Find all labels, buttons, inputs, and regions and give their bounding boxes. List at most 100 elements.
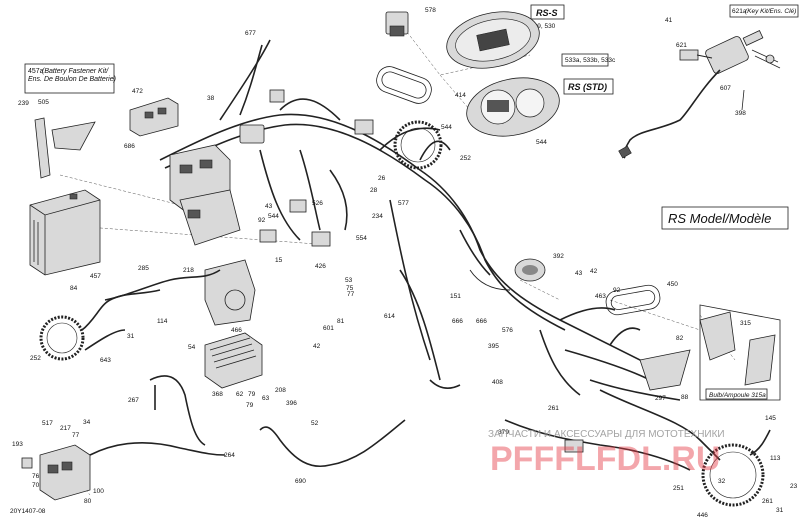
- svg-text:RS-S: RS-S: [536, 8, 558, 18]
- sensor-578: [385, 11, 409, 37]
- callout: 114: [157, 318, 168, 325]
- callout: 544: [268, 213, 279, 220]
- callout: 79: [246, 402, 254, 409]
- battery-strap-239: [34, 117, 96, 179]
- callout: 54: [188, 344, 196, 351]
- svg-text:PFFFLFDL.RU: PFFFLFDL.RU: [490, 440, 720, 478]
- callout: 576: [502, 327, 513, 334]
- callout: 686: [124, 143, 135, 150]
- svg-text:621a: 621a: [732, 8, 747, 15]
- callout: 395: [488, 343, 499, 350]
- callout: 145: [765, 415, 776, 422]
- callout: 43: [575, 270, 583, 277]
- callout: 32: [718, 478, 726, 485]
- callout: 554: [356, 235, 367, 242]
- relay-box-100: [21, 444, 91, 501]
- callout: 526: [312, 200, 323, 207]
- svg-text:457a: 457a: [28, 68, 44, 75]
- watermark: ЗАПЧАСТИ И АКСЕССУАРЫ ДЛЯ МОТОТЕХНИКИ PF…: [488, 429, 725, 478]
- gasket-414: [376, 66, 432, 104]
- callout: 252: [30, 355, 41, 362]
- callout: 34: [83, 419, 91, 426]
- front-harness-114: [84, 269, 221, 351]
- callout: 505: [38, 99, 49, 106]
- callout: 63: [262, 395, 270, 402]
- callout: 31: [776, 507, 784, 514]
- callout: 43: [265, 203, 273, 210]
- callout: 578: [425, 7, 436, 14]
- callout: 100: [93, 488, 104, 495]
- rs-s-label-box: RS-S 529, 530: [530, 4, 565, 30]
- connector-379: [504, 419, 691, 471]
- svg-text:RS (STD): RS (STD): [568, 82, 607, 92]
- callout: 285: [138, 265, 149, 272]
- callout: 463: [595, 293, 606, 300]
- callout: 450: [667, 281, 678, 288]
- callout: 472: [132, 88, 143, 95]
- key-kit-label-box: 621a (Key Kit/Ens. Clé): [729, 4, 799, 18]
- horn-392: [514, 258, 546, 282]
- main-wiring-harness: [159, 39, 681, 401]
- callout: 31: [127, 333, 135, 340]
- callout: 62: [236, 391, 244, 398]
- callout: 264: [224, 452, 235, 459]
- callout: 88: [681, 394, 689, 401]
- callout: 52: [311, 420, 319, 427]
- callout: 82: [676, 335, 684, 342]
- callout: 217: [60, 425, 71, 432]
- callout: 80: [84, 498, 92, 505]
- callout: 113: [770, 455, 781, 462]
- pickup-ring-252-left: [39, 289, 161, 361]
- callout: 614: [384, 313, 395, 320]
- callout: 41: [665, 17, 673, 24]
- gauge-cluster-rs-std: 544: [466, 77, 560, 146]
- callout: 84: [70, 285, 78, 292]
- svg-text:(Battery Fastener Kit/: (Battery Fastener Kit/: [42, 68, 109, 75]
- callout: 28: [370, 187, 378, 194]
- ecm-module-686: [169, 144, 241, 246]
- rear-harness-690: [89, 375, 406, 467]
- callout: 607: [720, 85, 731, 92]
- svg-text:ЗАПЧАСТИ И АКСЕССУАРЫ ДЛЯ МОТО: ЗАПЧАСТИ И АКСЕССУАРЫ ДЛЯ МОТОТЕХНИКИ: [488, 429, 725, 440]
- callout: 42: [313, 343, 321, 350]
- callout: 42: [590, 268, 598, 275]
- svg-text:533a, 533b, 533c: 533a, 533b, 533c: [565, 57, 616, 64]
- callout: 79: [248, 391, 256, 398]
- callout: 92: [258, 217, 266, 224]
- callout: 426: [315, 263, 326, 270]
- callout: 239: [18, 100, 29, 107]
- gauge-cluster-rs-s: [446, 11, 540, 69]
- rs-std-label-box: 533a, 533b, 533c RS (STD): [561, 53, 616, 95]
- callout: 601: [323, 325, 334, 332]
- pickup-ring-544: [393, 120, 443, 170]
- solenoid-466: [204, 259, 256, 326]
- callout: 70: [32, 482, 40, 489]
- callout: 643: [100, 357, 111, 364]
- callout: 267: [128, 397, 139, 404]
- callout: 392: [553, 253, 564, 260]
- callout: 379: [498, 429, 509, 436]
- abs-ring-251: [599, 389, 771, 507]
- svg-text:(Key Kit/Ens. Clé): (Key Kit/Ens. Clé): [745, 8, 796, 15]
- callout: 677: [245, 30, 256, 37]
- callout: 690: [295, 478, 306, 485]
- callout: 151: [450, 293, 461, 300]
- callout: 315: [740, 320, 751, 327]
- svg-text:Ens. De Boulon De Batterie): Ens. De Boulon De Batterie): [28, 76, 116, 83]
- callout: 218: [183, 267, 194, 274]
- gasket-450: [605, 284, 661, 316]
- bulb-label-box: Bulb/Ampoule 315a: [705, 388, 768, 400]
- callout-numbers: 578 677 472 38 239 505 457 686 43 41 621…: [12, 7, 798, 519]
- model-title-box: RS Model/Modèle: [661, 206, 789, 230]
- svg-text:RS Model/Modèle: RS Model/Modèle: [668, 211, 771, 226]
- callout: 76: [32, 473, 40, 480]
- callout: 621: [676, 42, 687, 49]
- callout: 544: [441, 124, 452, 131]
- callout: 368: [212, 391, 223, 398]
- callout: 208: [275, 387, 286, 394]
- callout: 23: [790, 483, 798, 490]
- callout: 75: [346, 285, 354, 292]
- callout: 193: [12, 441, 23, 448]
- diagram-code: 20Y1407-08: [10, 508, 46, 515]
